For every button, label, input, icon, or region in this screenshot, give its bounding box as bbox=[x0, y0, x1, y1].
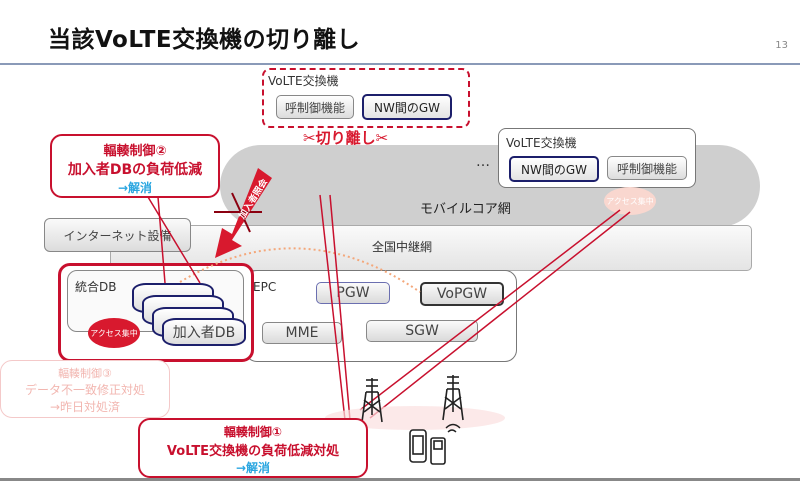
internet-facility: インターネット設備 bbox=[44, 218, 191, 252]
dotted-connection bbox=[179, 247, 421, 293]
callout-1-result: →解消 bbox=[235, 461, 271, 475]
pointer-line bbox=[319, 194, 346, 421]
callout-3-result: →昨日対処済 bbox=[49, 400, 121, 414]
base-station-tower-icon bbox=[442, 375, 464, 421]
sgw-node: SGW bbox=[366, 320, 478, 342]
epc-label: EPC bbox=[253, 280, 277, 294]
other-call-control: 呼制御機能 bbox=[607, 156, 687, 180]
access-concentration-badge: アクセス集中 bbox=[88, 318, 140, 348]
callout-3-title: 輻輳制御③ bbox=[58, 367, 112, 380]
other-nw-gw: NW間のGW bbox=[509, 156, 599, 182]
pointer-line bbox=[157, 196, 166, 284]
callout-2-result: →解消 bbox=[117, 181, 153, 195]
header-divider bbox=[0, 63, 800, 65]
slide-title: 当該VoLTE交換機の切り離し bbox=[48, 27, 361, 53]
isolated-call-control: 呼制御機能 bbox=[276, 95, 354, 119]
callout-3-body: データ不一致修正対処 bbox=[24, 383, 145, 397]
isolation-label: ✂切り離し✂ bbox=[303, 129, 389, 147]
faded-access-badge: アクセス集中 bbox=[604, 187, 656, 215]
callout-congestion-control-3: 輻輳制御③ データ不一致修正対処 →昨日対処済 bbox=[0, 360, 170, 418]
mme-node: MME bbox=[262, 322, 342, 344]
other-volte-label: VoLTE交換機 bbox=[506, 136, 577, 150]
unified-db-label: 統合DB bbox=[75, 280, 117, 294]
callout-2-body: 加入者DBの負荷低減 bbox=[67, 162, 203, 178]
callout-1-title: 輻輳制御① bbox=[223, 425, 283, 439]
base-station-tower-icon bbox=[361, 378, 383, 423]
pointer-line bbox=[369, 211, 631, 419]
pointer-line bbox=[359, 209, 621, 411]
isolated-nw-gw: NW間のGW bbox=[362, 94, 452, 120]
subscriber-db: 加入者DB bbox=[162, 318, 246, 346]
footer-divider bbox=[0, 478, 800, 481]
block-cross bbox=[231, 192, 251, 233]
page-number: 13 bbox=[775, 40, 788, 51]
relay-network-label: 全国中継網 bbox=[372, 240, 433, 254]
mobile-core-label: モバイルコア網 bbox=[420, 202, 511, 217]
callout-2-title: 輻輳制御② bbox=[103, 144, 167, 159]
feature-phone-icon bbox=[430, 437, 446, 465]
pgw-node: PGW bbox=[316, 282, 390, 304]
pointer-line bbox=[147, 196, 201, 284]
callout-congestion-control-1: 輻輳制御① VoLTE交換機の負荷低減対処 →解消 bbox=[138, 418, 368, 478]
ellipsis: … bbox=[476, 154, 490, 170]
callout-1-body: VoLTE交換機の負荷低減対処 bbox=[166, 444, 340, 459]
pointer-line bbox=[329, 194, 351, 421]
vopgw-node: VoPGW bbox=[420, 282, 504, 306]
callout-congestion-control-2: 輻輳制御② 加入者DBの負荷低減 →解消 bbox=[50, 134, 220, 198]
isolated-volte-label: VoLTE交換機 bbox=[268, 74, 339, 88]
signal-waves-icon bbox=[445, 423, 461, 433]
coverage-area bbox=[325, 406, 505, 430]
smartphone-icon bbox=[409, 429, 427, 463]
